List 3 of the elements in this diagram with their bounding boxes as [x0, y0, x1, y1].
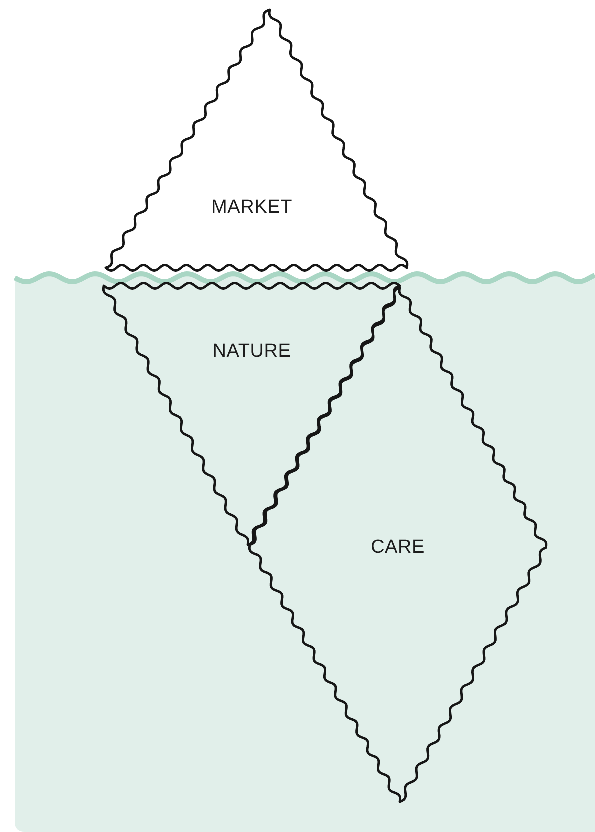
node-label: CARE — [371, 537, 425, 559]
node-label: NATURE — [212, 341, 292, 363]
node-label: MARKET — [212, 197, 292, 219]
